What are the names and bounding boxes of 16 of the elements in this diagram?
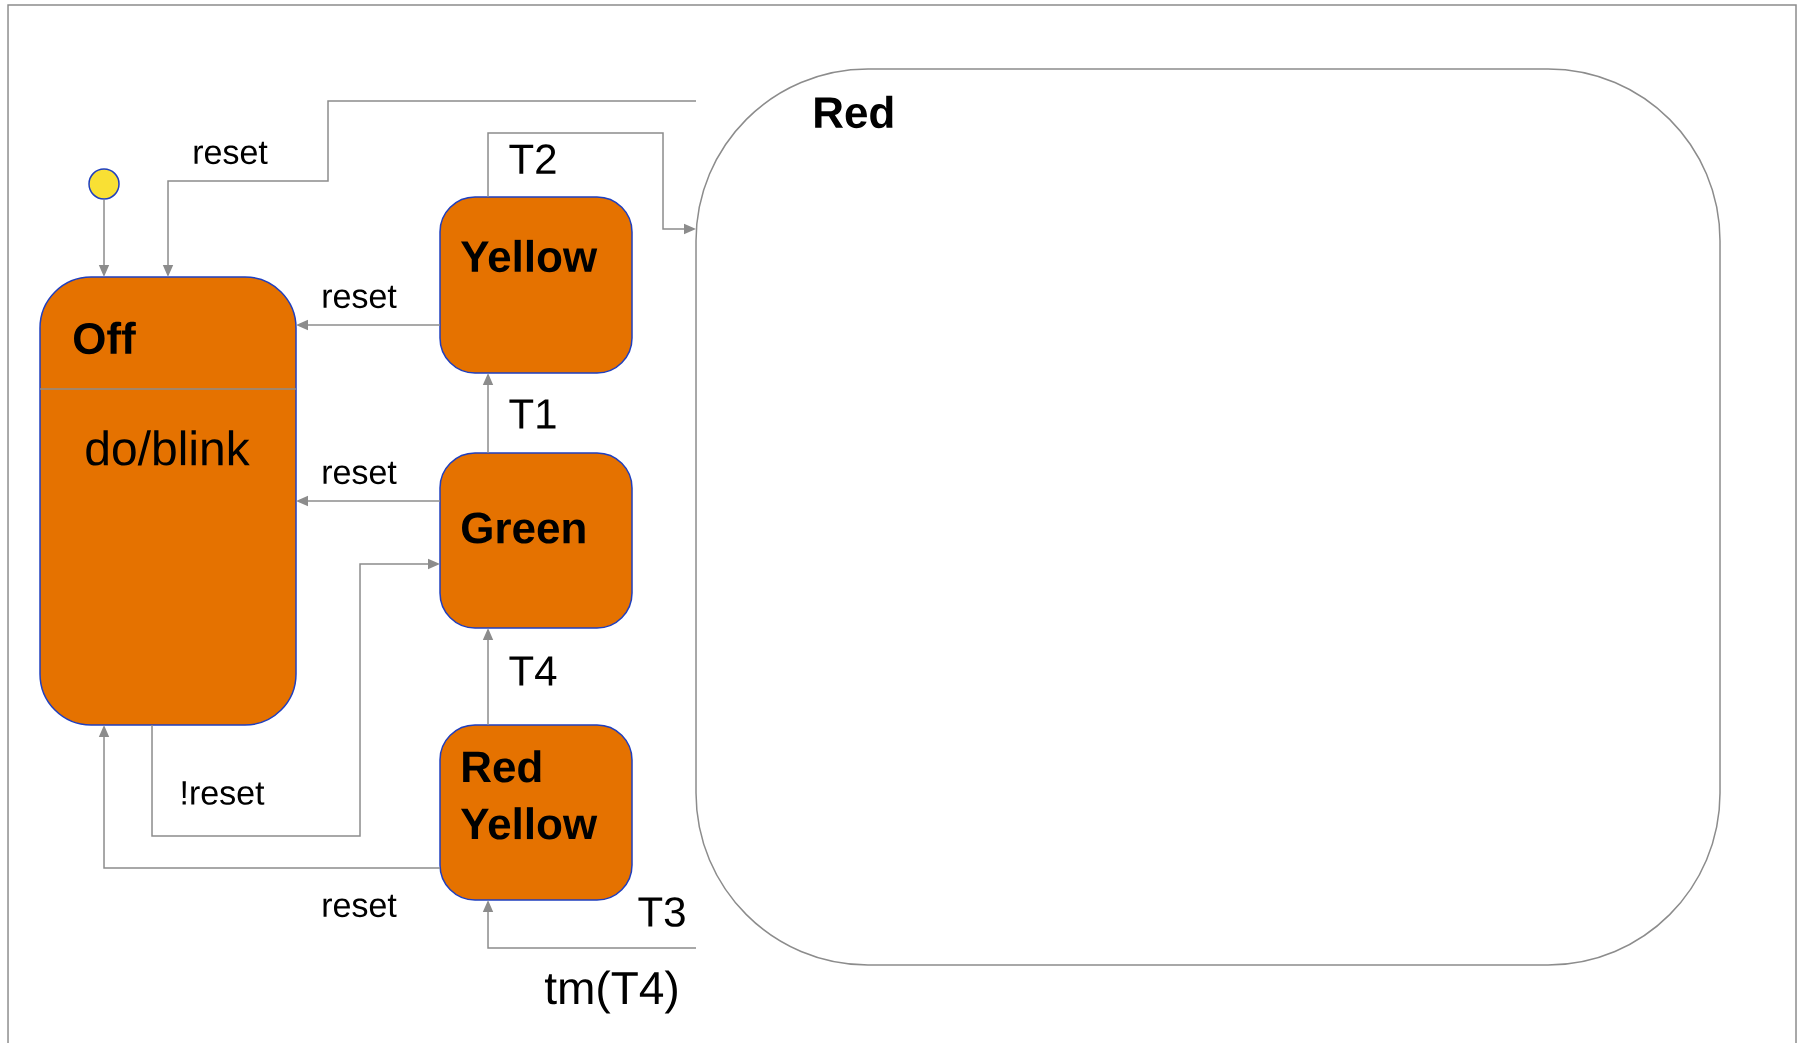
state-box: Green bbox=[439, 452, 633, 629]
initial-state-dot bbox=[88, 168, 120, 200]
state-box: Yellow bbox=[439, 196, 633, 374]
edge-label: T4 bbox=[507, 655, 559, 687]
edge-label: T2 bbox=[507, 143, 559, 175]
state-box: Off do/blink bbox=[39, 276, 297, 726]
edge-label: T1 bbox=[507, 398, 559, 430]
edge-label: reset bbox=[191, 140, 269, 166]
transition-label: T3 bbox=[638, 897, 685, 927]
state-box: Red Yellow bbox=[439, 724, 633, 901]
edge-label: reset bbox=[320, 460, 398, 486]
superstate-box: Red bbox=[695, 68, 1721, 966]
edge-label: reset bbox=[320, 893, 398, 919]
edge-label: reset bbox=[320, 284, 398, 310]
edge-label: !reset bbox=[178, 780, 266, 806]
edge-label: tm(T4) bbox=[543, 969, 681, 1015]
